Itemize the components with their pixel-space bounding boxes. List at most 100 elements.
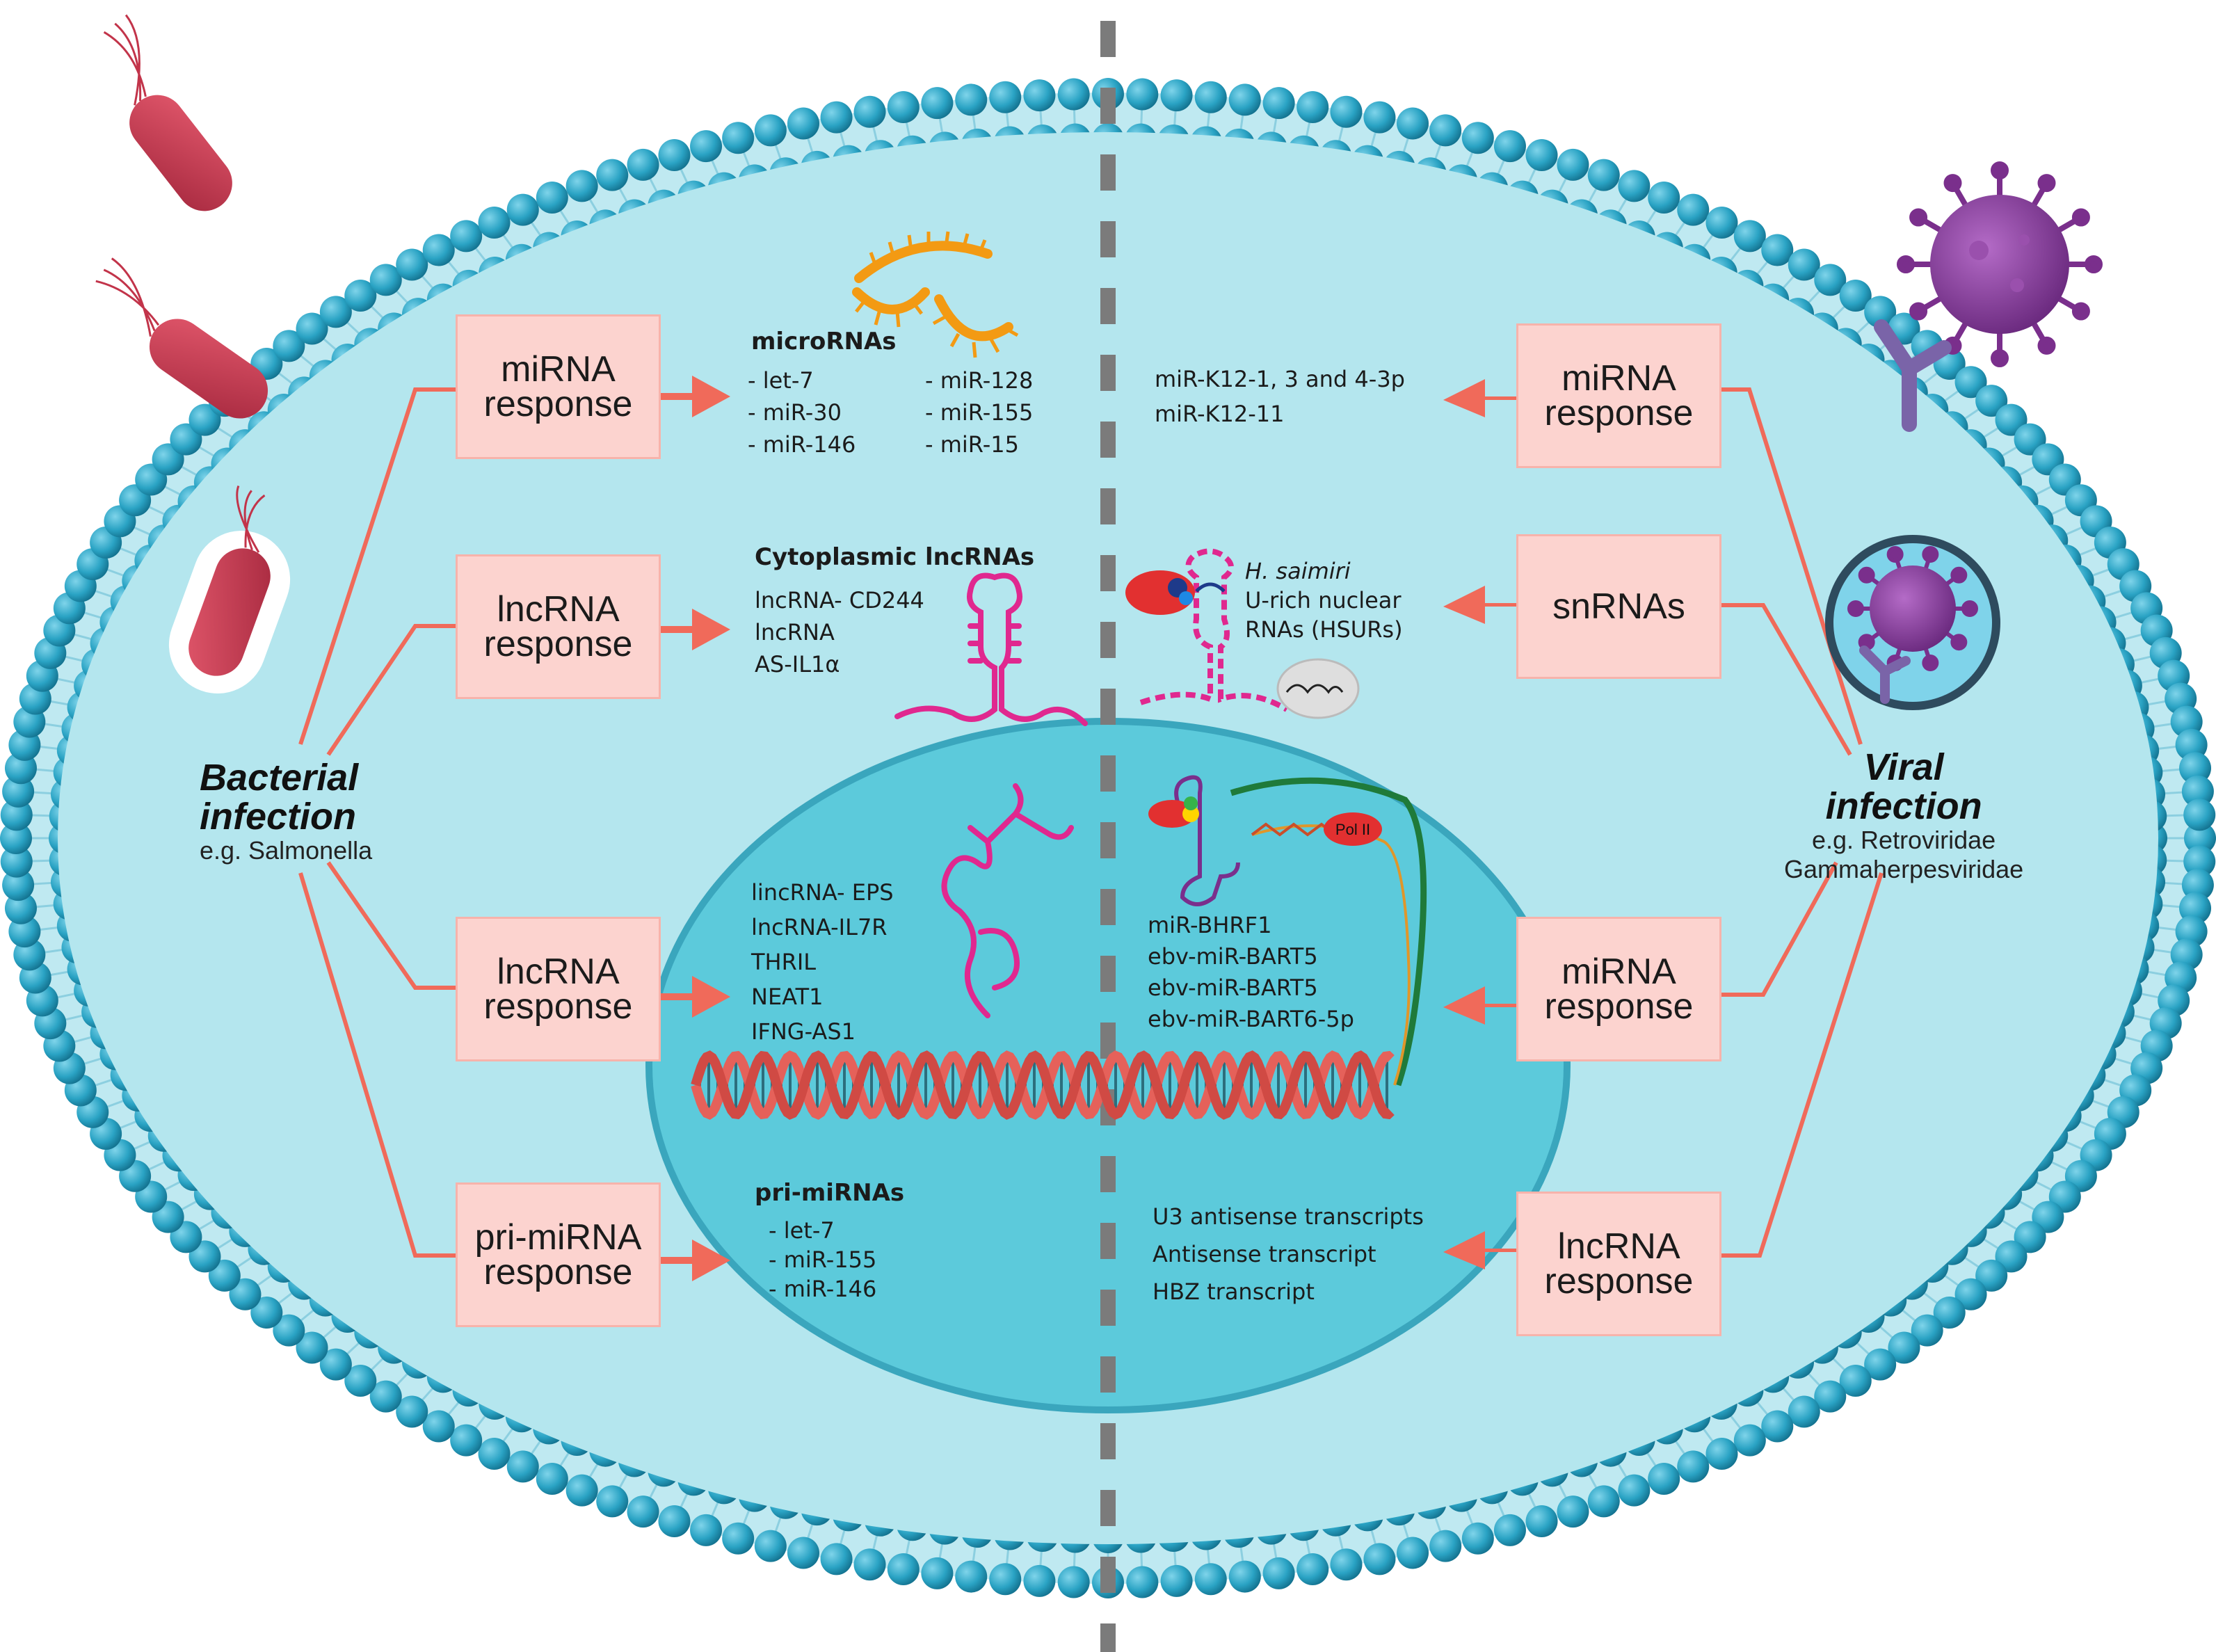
lipid-head xyxy=(1954,366,1987,399)
lipid-head xyxy=(754,114,787,147)
viral-lncrna-response-box: lncRNA response xyxy=(1516,1192,1721,1336)
viral-lncrna-list: U3 antisense transcripts Antisense trans… xyxy=(1153,1198,1424,1310)
lipid-head xyxy=(1648,1462,1680,1495)
lipid-head xyxy=(478,1437,511,1470)
lipid-head xyxy=(1761,1410,1794,1443)
virus-spike-tip xyxy=(1961,600,1978,617)
virus-spike-tip xyxy=(1922,654,1939,671)
lipid-head xyxy=(506,193,539,226)
lipid-head xyxy=(1429,1530,1462,1562)
lipid-head xyxy=(1839,1364,1872,1397)
lipid-head xyxy=(296,1331,328,1364)
viral-title-1: Viral xyxy=(1863,746,1944,788)
lipid-head xyxy=(1262,87,1295,120)
virus-icon xyxy=(1897,161,2103,367)
virus-spike-tip xyxy=(1991,161,2009,179)
bacterial-nuclear-lncrna-response-box: lncRNA response xyxy=(456,917,661,1061)
virus-spike-tip xyxy=(2071,302,2090,321)
lipid-head xyxy=(627,148,659,181)
list-item: - miR-15 xyxy=(925,431,1019,458)
lipid-head xyxy=(2181,775,2214,808)
lipid-head xyxy=(1461,122,1494,154)
virus-spike-tip xyxy=(1909,208,1928,227)
dna-strand xyxy=(691,1050,1395,1120)
virus-spike-tip xyxy=(1950,566,1968,584)
bacterial-title-2: infection xyxy=(200,796,356,837)
bacterium-icon xyxy=(95,257,268,419)
box-line2: response xyxy=(483,986,633,1027)
lipid-head xyxy=(1557,1495,1589,1528)
lipid-head xyxy=(887,1553,920,1586)
cyto-lncrnas-list: lncRNA- CD244 lncRNA AS-IL1α xyxy=(755,584,924,680)
lipid-head xyxy=(1429,114,1462,147)
lipid-head xyxy=(722,122,755,154)
lipid-head xyxy=(422,1410,455,1443)
dna-strand xyxy=(691,1050,1395,1120)
cyto-lncrnas-heading: Cytoplasmic lncRNAs xyxy=(755,543,1035,571)
lipid-head xyxy=(1330,95,1363,128)
lipid-head xyxy=(820,1543,853,1575)
lipid-head xyxy=(0,822,32,854)
lipid-head xyxy=(369,1380,402,1413)
virus-spike-tip xyxy=(1847,600,1864,617)
phagocytosed-bacterium-icon xyxy=(168,485,291,693)
list-item: Antisense transcript xyxy=(1153,1241,1376,1267)
lipid-head xyxy=(1618,170,1651,202)
viral-infection-label: Viral infection e.g. Retroviridae Gammah… xyxy=(1784,748,2023,884)
lipid-head xyxy=(1587,1485,1620,1518)
lipid-head xyxy=(1194,81,1227,113)
box-line2: response xyxy=(483,384,633,424)
arrow-right xyxy=(661,609,730,650)
list-item: lncRNA xyxy=(755,619,835,645)
lipid-head xyxy=(1788,248,1820,281)
lipid-head xyxy=(396,1395,428,1428)
lipid-head xyxy=(1363,101,1396,134)
lipid-head xyxy=(1733,1424,1766,1457)
box-line2: response xyxy=(1544,986,1694,1027)
lipid-head xyxy=(1761,234,1794,266)
virus-spike-tip xyxy=(2037,174,2056,193)
left-arrows xyxy=(661,376,730,1281)
lncrna-hairpin-icon xyxy=(894,572,1088,726)
bacterial-lncrna-response-box: lncRNA response xyxy=(456,554,661,699)
bacterial-mirna-response-box: miRNA response xyxy=(456,314,661,459)
lipid-head xyxy=(536,182,568,214)
lipid-head xyxy=(450,220,483,252)
list-item: - let-7 xyxy=(748,367,814,394)
lipid-head xyxy=(1648,182,1680,214)
arrow-right xyxy=(661,376,730,417)
lipid-head xyxy=(2,775,35,808)
lipid-head xyxy=(1933,1297,1966,1329)
lipid-head xyxy=(229,1278,262,1310)
virus-spike-tip xyxy=(2037,336,2056,355)
virus-spike-tip xyxy=(1886,546,1904,563)
receptor-icon xyxy=(1874,319,1952,432)
lipid-head xyxy=(1705,207,1738,239)
list-item: ebv-miR-BART5 xyxy=(1148,943,1318,970)
lipid-head xyxy=(1864,1348,1897,1381)
lipid-head xyxy=(690,130,723,163)
lipid-head xyxy=(787,107,819,140)
lipid-head xyxy=(1160,1564,1193,1597)
list-item: IFNG-AS1 xyxy=(751,1018,856,1045)
lipid-head xyxy=(820,101,853,134)
hsurs-line3: RNAs (HSURs) xyxy=(1245,616,1403,643)
lipid-head xyxy=(273,1314,305,1347)
lipid-head xyxy=(0,799,33,831)
box-line1: miRNA xyxy=(1561,952,1676,992)
list-item: U3 antisense transcripts xyxy=(1153,1203,1424,1230)
microrna-ticks xyxy=(855,231,1019,358)
bacterium-icon xyxy=(103,14,232,211)
virus-spike-tip xyxy=(2071,208,2090,227)
lipid-head xyxy=(208,1259,241,1292)
lipid-head xyxy=(319,296,352,328)
list-item: - miR-128 xyxy=(925,367,1034,394)
box-line2: response xyxy=(1544,1261,1694,1301)
lipid-head xyxy=(1461,1522,1494,1555)
list-item: - miR-155 xyxy=(925,399,1034,426)
arrow-left xyxy=(1443,986,1516,1025)
list-item: - let-7 xyxy=(769,1217,835,1244)
snrna-icon xyxy=(1139,548,1289,712)
box-line2: response xyxy=(1544,393,1694,433)
lipid-head xyxy=(1814,1380,1847,1413)
